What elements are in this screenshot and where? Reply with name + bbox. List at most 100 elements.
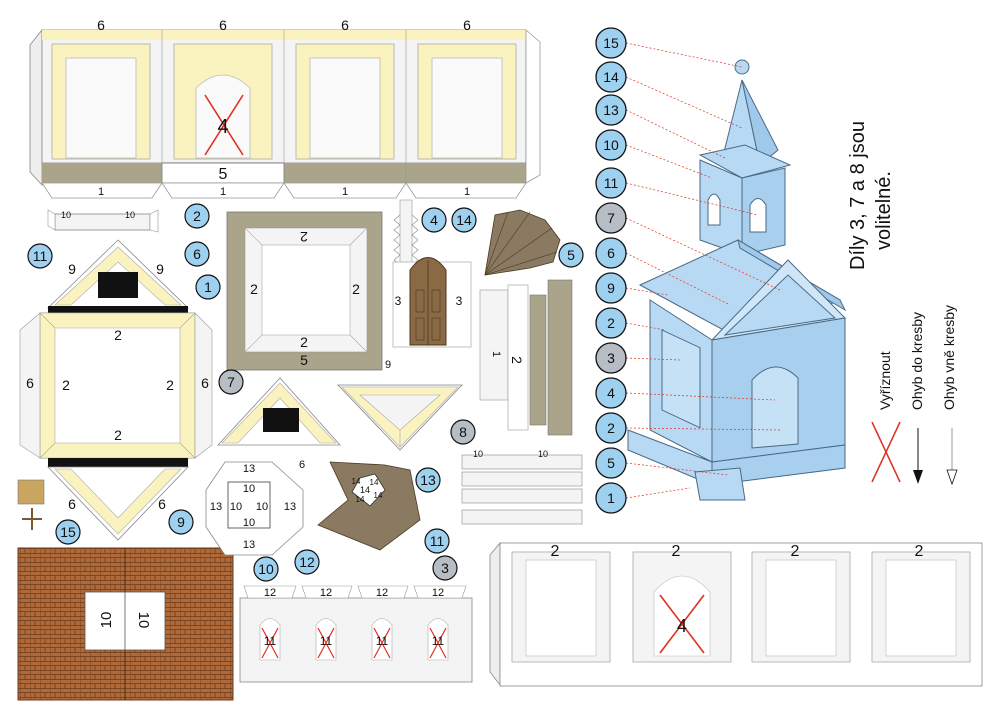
top-panel-label: 6 [97, 17, 105, 33]
belfry-tab-label: 12 [432, 587, 444, 599]
octagon-label: 10 [243, 483, 255, 495]
belfry-tab-label: 12 [320, 587, 332, 599]
svg-text:8: 8 [459, 424, 467, 440]
belfry-window-mark: 11 [432, 634, 445, 648]
center-frame-piece: 2 2 2 2 5 [226, 211, 383, 371]
pentagon-label: 14 [360, 485, 370, 495]
fold-out-icon [946, 428, 958, 486]
bottom-wall-strip: 2 2 2 2 4 [489, 541, 983, 687]
callout-part-1: 1 [195, 274, 221, 300]
svg-text:2: 2 [607, 315, 615, 331]
bottom-panel-label: 2 [915, 543, 924, 560]
octagon-label: 10 [243, 517, 255, 529]
top-panel-label: 6 [463, 17, 471, 33]
callout-14: 14 [595, 61, 627, 93]
callout-part-13: 13 [415, 467, 441, 493]
gable-label: 6 [158, 496, 166, 512]
svg-text:1: 1 [204, 279, 212, 295]
base-side-label: 6 [201, 375, 209, 391]
base-label: 2 [114, 427, 122, 443]
fan-roof-piece [484, 209, 561, 276]
strip-label: 2 [509, 356, 525, 364]
callout-9: 9 [595, 272, 627, 304]
svg-text:9: 9 [177, 514, 185, 530]
callout-4: 4 [595, 377, 627, 409]
small-gable-label: 6 [299, 459, 305, 471]
strip-label: 10 [538, 449, 548, 459]
gable-label: 9 [68, 261, 76, 277]
legend-fold-out-label: Ohyb vně kresby [941, 305, 957, 410]
callout-7: 7 [595, 202, 627, 234]
callout-5: 5 [595, 447, 627, 479]
svg-text:5: 5 [567, 247, 575, 263]
tall-strip-piece: 2 1 [479, 279, 573, 436]
callout-2: 2 [595, 307, 627, 339]
callout-part-15: 15 [55, 519, 81, 545]
cross-base-piece [17, 479, 45, 505]
strip-label: 10 [473, 449, 483, 459]
callout-part-7: 7 [218, 369, 244, 395]
octagon-label: 13 [210, 501, 222, 513]
top-panel-label: 6 [219, 17, 227, 33]
frame-label: 2 [352, 281, 360, 297]
base-side-label: 6 [26, 375, 34, 391]
pentagon-label: 14 [374, 491, 383, 500]
callout-part-6: 6 [184, 241, 210, 267]
roof-label: 10 [98, 612, 115, 629]
svg-text:volitelné.: volitelné. [873, 171, 895, 250]
pentagon-spire-piece: 14 14 14 14 14 [317, 461, 421, 551]
strip-pieces-10: 10 10 [461, 449, 583, 525]
svg-text:10: 10 [258, 561, 274, 577]
svg-text:11: 11 [604, 175, 619, 191]
octagon-label: 10 [256, 501, 268, 513]
callout-part-12: 12 [294, 549, 320, 575]
callout-1: 1 [595, 482, 627, 514]
frame-label: 2 [300, 334, 308, 350]
svg-text:6: 6 [607, 245, 615, 261]
callout-part-2: 2 [184, 203, 210, 229]
bottom-panel-label: 2 [551, 543, 560, 560]
belfry-tab-label: 12 [376, 587, 388, 599]
frame-label: 2 [250, 281, 258, 297]
small-gable-label: 9 [385, 359, 391, 371]
callout-15: 15 [595, 27, 627, 59]
legend: Vyříznout Ohyb do kresby Ohyb vně kresby [871, 305, 958, 486]
callout-10: 10 [595, 129, 627, 161]
svg-text:12: 12 [299, 554, 315, 570]
octagon-label: 13 [243, 463, 255, 475]
callout-2b: 2 [595, 412, 627, 444]
strip-label: 1 [490, 351, 502, 357]
svg-text:11: 11 [430, 533, 445, 549]
pentagon-label: 14 [370, 478, 379, 487]
bottom-panel-label: 2 [791, 543, 800, 560]
fold-in-icon [913, 428, 923, 484]
svg-text:15: 15 [603, 35, 619, 51]
top-tab-label: 1 [98, 186, 104, 198]
part-callouts: 2 11 6 1 7 15 9 10 12 4 14 5 8 13 11 3 [27, 203, 584, 582]
svg-text:7: 7 [607, 210, 615, 226]
left-base-net: 2 2 2 2 6 6 9 9 6 6 [19, 239, 213, 541]
callout-part-3: 3 [432, 555, 458, 581]
svg-text:3: 3 [441, 560, 449, 576]
strip-label: 10 [125, 210, 135, 220]
svg-text:14: 14 [456, 212, 472, 228]
svg-text:9: 9 [607, 280, 615, 296]
frame-label: 2 [300, 229, 308, 245]
legend-fold-in-label: Ohyb do kresby [909, 312, 925, 410]
svg-text:4: 4 [430, 212, 438, 228]
top-wall-strip: 6 6 6 6 4 5 1 1 1 1 [29, 17, 541, 199]
base-label: 2 [62, 377, 70, 393]
assembled-chapel-model [627, 59, 847, 501]
legend-cut-label: Vyříznout [877, 351, 893, 410]
callout-part-10: 10 [253, 556, 279, 582]
frame-label: 5 [300, 352, 308, 368]
pentagon-label: 14 [356, 495, 365, 504]
callout-part-5: 5 [558, 242, 584, 268]
pentagon-label: 14 [352, 477, 361, 486]
gable-label: 9 [156, 261, 164, 277]
strip-label: 10 [61, 210, 71, 220]
top-door-mark: 4 [217, 116, 228, 138]
octagon-label: 10 [230, 501, 242, 513]
callout-part-14: 14 [451, 207, 477, 233]
